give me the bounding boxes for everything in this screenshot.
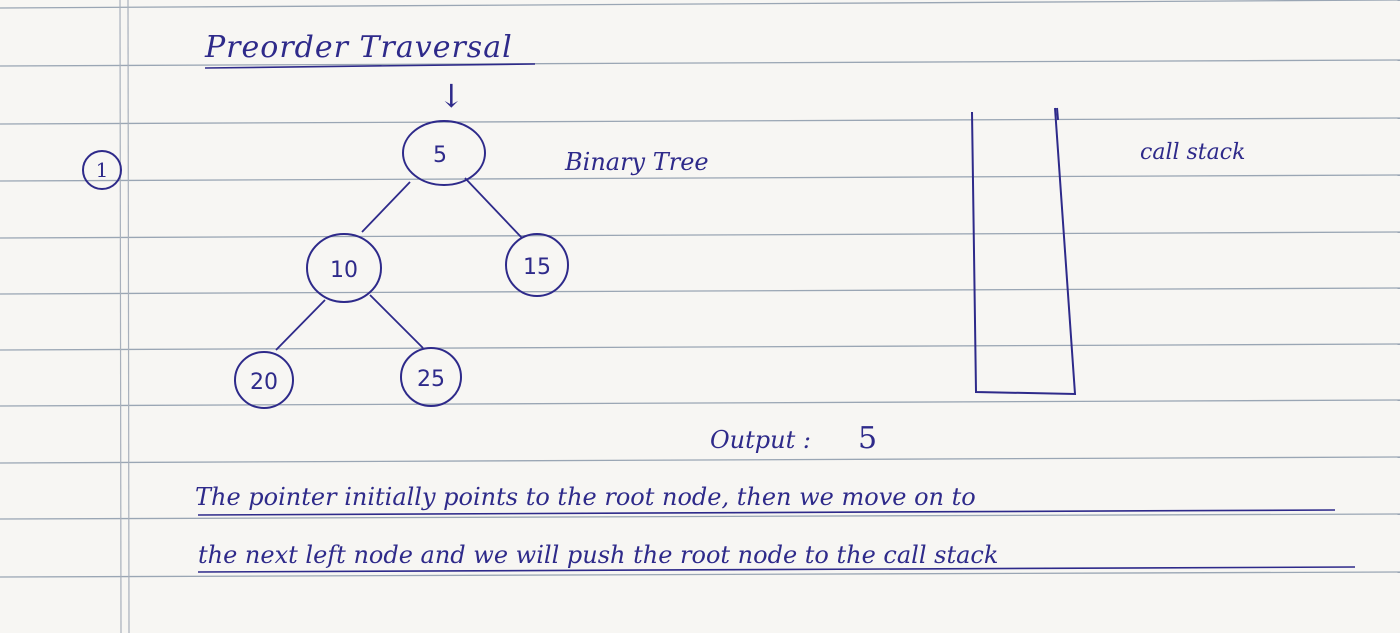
edge-10-20: [275, 299, 326, 351]
explanation-line-2: the next left node and we will push the …: [198, 541, 999, 569]
tree-edges: [275, 177, 523, 351]
output-value: 5: [858, 421, 878, 456]
tree-caption: Binary Tree: [565, 148, 709, 176]
diagram-title: Preorder Traversal: [205, 30, 513, 65]
call-stack-caption: call stack: [1140, 140, 1246, 165]
tree-node-20: 20: [250, 370, 278, 395]
tree-node-20-circle: [234, 351, 294, 409]
underlines: [197, 63, 1356, 573]
edge-10-25: [369, 294, 424, 349]
tree-nodes: [234, 120, 569, 409]
output-label: Output :: [710, 426, 811, 454]
ruled-lines: [0, 0, 1400, 578]
step-number-badge: 1: [82, 150, 122, 190]
edge-5-15: [464, 177, 523, 239]
tree-node-10: 10: [330, 258, 358, 283]
tree-node-5: 5: [433, 143, 447, 168]
tree-node-labels: 5 10 15 20 25: [250, 143, 551, 395]
tree-node-10-circle: [306, 233, 382, 303]
edge-5-10: [361, 181, 411, 233]
call-stack-box: [971, 107, 1077, 396]
tree-node-25: 25: [417, 367, 445, 392]
tree-node-15: 15: [523, 255, 551, 280]
tree-node-5-circle: [402, 120, 486, 186]
down-arrow-icon: ↓: [438, 77, 465, 115]
margin-lines: [119, 0, 130, 633]
tree-node-15-circle: [505, 233, 569, 297]
explanation-line-1: The pointer initially points to the root…: [195, 483, 976, 511]
tree-node-25-circle: [400, 347, 462, 407]
